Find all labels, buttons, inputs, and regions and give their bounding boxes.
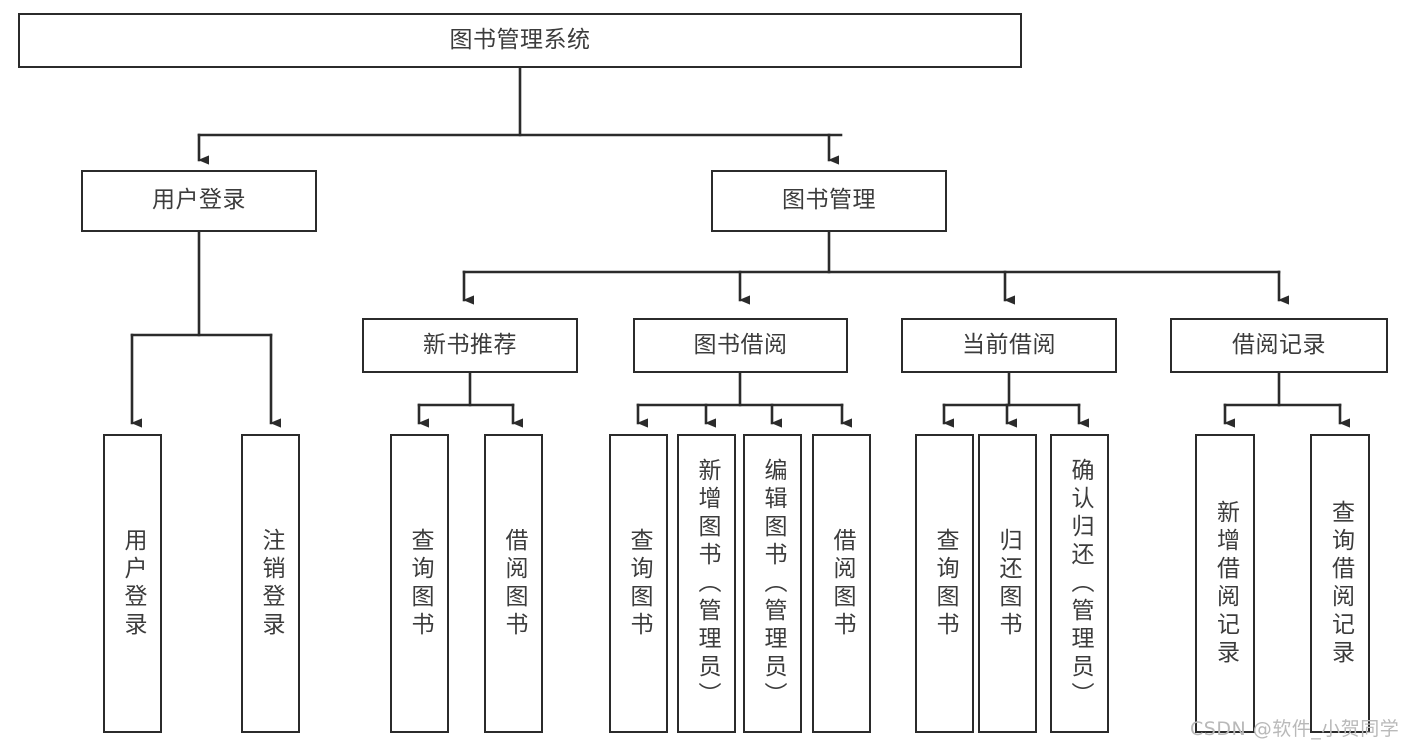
node-label: 查询图书	[407, 527, 433, 640]
node-label: 借阅记录	[1232, 331, 1326, 358]
node-label: 查询借阅记录	[1327, 499, 1354, 668]
node-borrow-record[interactable]: 借阅记录	[1170, 318, 1388, 373]
node-root-book-management-system[interactable]: 图书管理系统	[18, 13, 1022, 68]
leaf-current-confirm-return-admin[interactable]: 确认归还（管理员）	[1050, 434, 1109, 733]
node-label: 用户登录	[152, 187, 246, 214]
leaf-new-book-borrow-book[interactable]: 借阅图书	[484, 434, 543, 733]
node-current-borrow[interactable]: 当前借阅	[901, 318, 1117, 373]
node-label: 用户登录	[120, 527, 146, 640]
node-label: 图书管理系统	[449, 26, 591, 53]
leaf-current-return-book[interactable]: 归还图书	[978, 434, 1037, 733]
node-label: 图书借阅	[693, 331, 788, 358]
leaf-borrow-borrow-book[interactable]: 借阅图书	[812, 434, 871, 733]
leaf-record-query-record[interactable]: 查询借阅记录	[1310, 434, 1370, 733]
leaf-borrow-query-book[interactable]: 查询图书	[609, 434, 668, 733]
node-label: 借阅图书	[829, 527, 855, 640]
node-label: 新增借阅记录	[1212, 499, 1239, 668]
leaf-user-login-login[interactable]: 用户登录	[103, 434, 162, 733]
node-label: 编辑图书（管理员）	[760, 457, 786, 710]
node-label: 图书管理	[782, 187, 876, 214]
node-label: 查询图书	[626, 527, 652, 640]
node-label: 新书推荐	[423, 331, 517, 358]
node-label: 借阅图书	[501, 527, 527, 640]
leaf-current-query-book[interactable]: 查询图书	[915, 434, 974, 733]
node-book-management[interactable]: 图书管理	[711, 170, 947, 232]
node-label: 新增图书（管理员）	[694, 457, 720, 710]
node-label: 确认归还（管理员）	[1067, 457, 1093, 710]
node-book-borrow[interactable]: 图书借阅	[633, 318, 848, 373]
leaf-new-book-query-book[interactable]: 查询图书	[390, 434, 449, 733]
node-label: 归还图书	[995, 527, 1021, 640]
leaf-borrow-edit-book-admin[interactable]: 编辑图书（管理员）	[743, 434, 802, 733]
leaf-user-login-logout[interactable]: 注销登录	[241, 434, 300, 733]
node-label: 当前借阅	[962, 331, 1056, 358]
leaf-record-add-record[interactable]: 新增借阅记录	[1195, 434, 1255, 733]
leaf-borrow-add-book-admin[interactable]: 新增图书（管理员）	[677, 434, 736, 733]
node-new-book-recommend[interactable]: 新书推荐	[362, 318, 578, 373]
node-label: 注销登录	[258, 527, 284, 640]
node-label: 查询图书	[932, 527, 958, 640]
node-user-login[interactable]: 用户登录	[81, 170, 317, 232]
